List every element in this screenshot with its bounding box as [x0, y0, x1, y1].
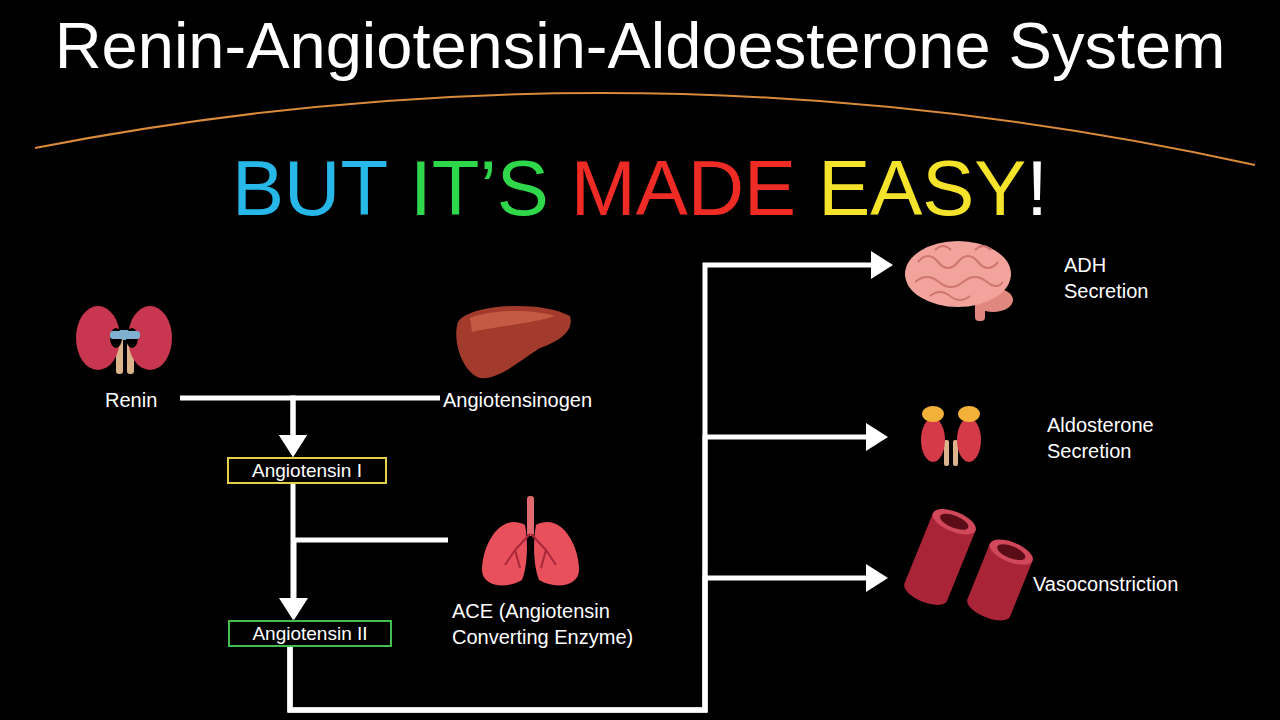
- organ-node: ACE (Angiotensin Converting Enzyme): [448, 495, 676, 650]
- liver-highlight: [470, 311, 555, 332]
- vessel-lumen: [995, 541, 1027, 563]
- lungs-icon: [482, 496, 579, 585]
- organ-node: Angiotensinogen: [440, 305, 630, 410]
- process-box: Angiotensin II: [228, 620, 392, 647]
- vessel-rim: [986, 534, 1036, 570]
- connector: [180, 398, 307, 457]
- arrow-head: [866, 564, 888, 592]
- organ-label: Renin: [105, 387, 157, 413]
- brain-icon: [905, 241, 1013, 321]
- subtitle-word: !: [1026, 149, 1048, 227]
- connector-line: [291, 484, 296, 600]
- liver-icon: [456, 306, 571, 378]
- vessel-end: [901, 574, 951, 610]
- vessel-end: [964, 590, 1014, 626]
- connector-line: [290, 265, 873, 710]
- arrow-head: [280, 598, 308, 620]
- liver: [456, 306, 571, 378]
- organ-label: Vasoconstriction: [1033, 571, 1178, 597]
- box-label: Angiotensin II: [252, 623, 367, 645]
- subtitle-row: BUT IT’S MADE EASY!: [0, 149, 1280, 227]
- bronchi: [505, 534, 556, 568]
- organ-label: Aldosterone Secretion: [1047, 412, 1179, 464]
- connector: [290, 423, 888, 710]
- organ-label: Angiotensinogen: [443, 387, 592, 413]
- connector-line: [290, 437, 868, 710]
- arrow-head: [279, 435, 307, 457]
- lung: [534, 522, 579, 585]
- box-label: Angiotensin I: [252, 460, 362, 482]
- adrenal-gland: [958, 406, 980, 422]
- connector: [279, 484, 307, 620]
- connector-line: [293, 398, 440, 437]
- ureter: [110, 330, 140, 340]
- lung: [482, 522, 527, 585]
- connector: [290, 251, 893, 710]
- connector-line: [290, 578, 868, 710]
- organ-label: ACE (Angiotensin Converting Enzyme): [452, 598, 676, 650]
- kidney: [921, 418, 945, 462]
- connector: [280, 540, 448, 620]
- subtitle-word: IT’S: [410, 149, 549, 227]
- ureter: [110, 331, 140, 339]
- effect-node: Vasoconstriction: [888, 513, 1208, 618]
- vessel: [901, 504, 980, 610]
- effect-node: Aldosterone Secretion: [888, 400, 1188, 468]
- brain-folds: [915, 246, 1003, 300]
- subtitle-word: MADE: [571, 149, 796, 227]
- kidney: [957, 418, 981, 462]
- process-box: Angiotensin I: [227, 457, 387, 484]
- connector: [279, 398, 440, 457]
- connector-line: [294, 540, 448, 600]
- adrenal-icon: [921, 406, 981, 466]
- arrow-head: [279, 435, 307, 457]
- vessel: [964, 534, 1037, 625]
- vessel-rim: [929, 504, 979, 540]
- connector-line: [180, 398, 293, 437]
- diagram-title: Renin-Angiotensin-Aldoesterone System: [0, 13, 1280, 78]
- arrow-head: [866, 423, 888, 451]
- effect-node: ADH Secretion: [893, 238, 1183, 324]
- organ-label: ADH Secretion: [1064, 252, 1176, 304]
- arrow-head: [279, 598, 307, 620]
- organ-node: Renin: [70, 305, 180, 410]
- vessel-icon: [901, 504, 1037, 626]
- subtitle-word: EASY: [818, 149, 1026, 227]
- trachea: [527, 496, 534, 536]
- adrenal-gland: [922, 406, 944, 422]
- connector: [290, 564, 888, 710]
- kidney-icon: [76, 306, 172, 374]
- subtitle-word: BUT: [232, 149, 388, 227]
- cerebrum: [905, 241, 1011, 307]
- vessel-lumen: [938, 511, 970, 533]
- arrow-head: [871, 251, 893, 279]
